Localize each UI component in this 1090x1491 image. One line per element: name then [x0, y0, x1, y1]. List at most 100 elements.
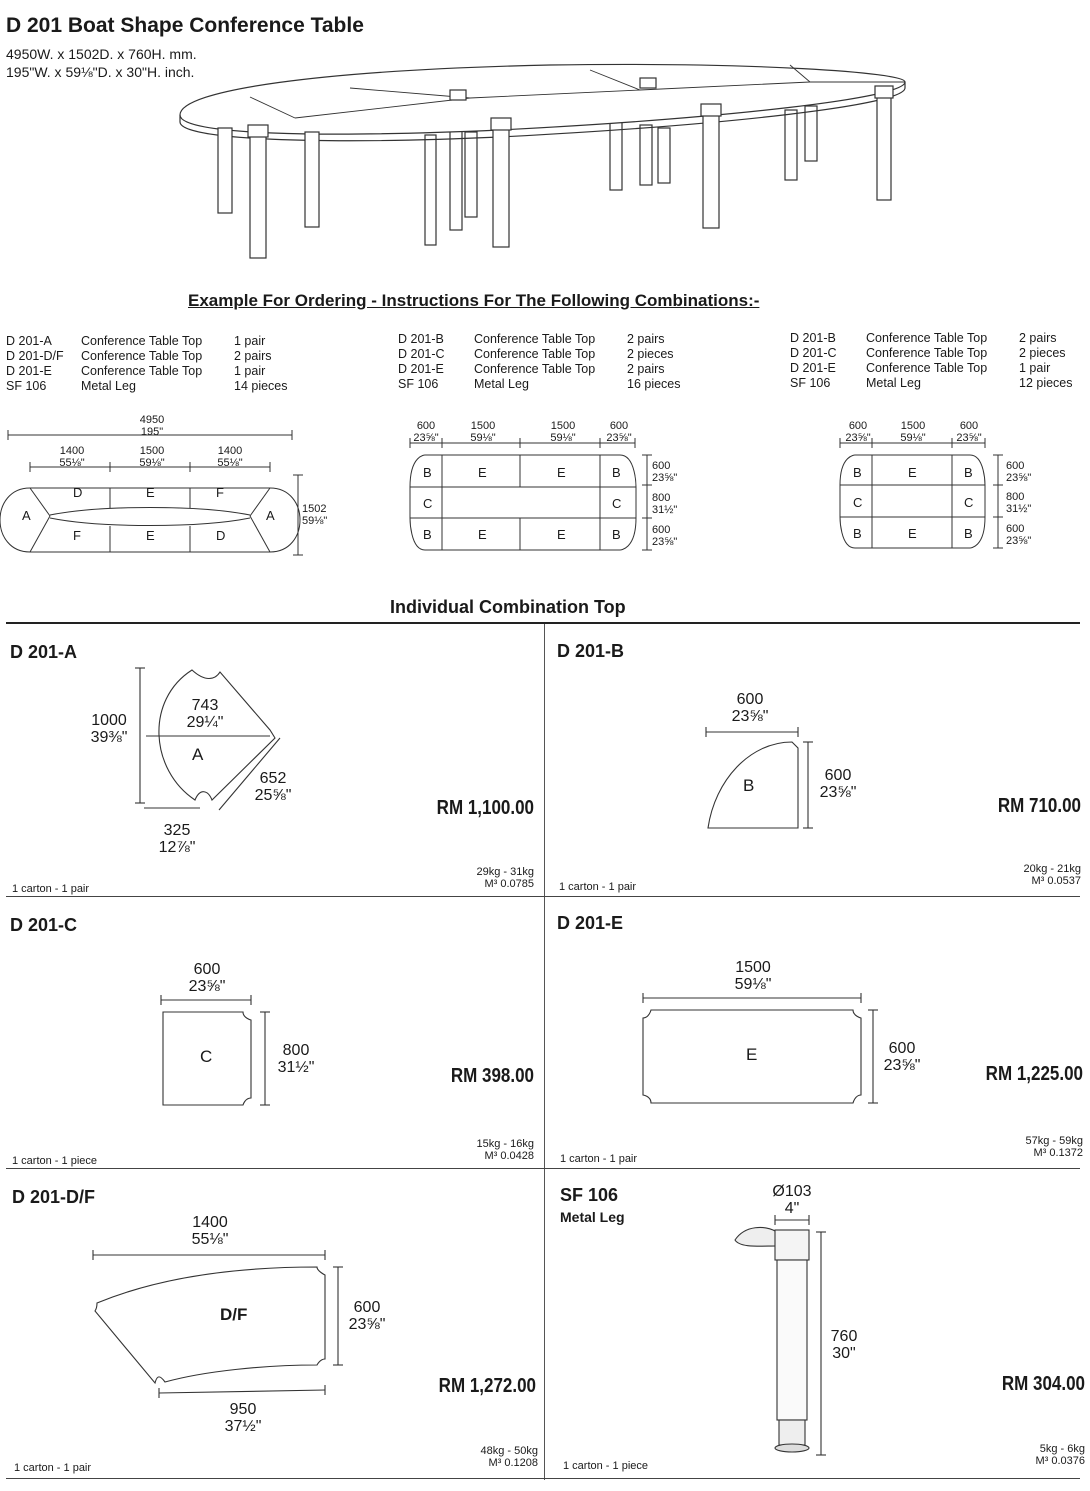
order-qty: 2 pieces: [1019, 346, 1066, 360]
combination-diagram-2: [409, 438, 652, 551]
item-c-volume: M³ 0.0428: [484, 1150, 534, 1162]
piece-label-c: C: [612, 496, 622, 511]
item-sf-dim-mm: 760: [830, 1328, 858, 1345]
item-b-dim-inch: 23⅝": [731, 708, 769, 725]
dim-inch: 55⅛": [217, 457, 243, 469]
item-a-dim-inch: 12⅞": [158, 839, 196, 856]
item-sf-subtitle: Metal Leg: [560, 1209, 625, 1225]
dim-mm: 600: [416, 420, 436, 432]
item-c-label: C: [200, 1047, 213, 1066]
item-e-volume: M³ 0.1372: [1033, 1147, 1083, 1159]
item-sf-carton: 1 carton - 1 piece: [563, 1460, 648, 1472]
dim-mm: 600: [1006, 460, 1025, 472]
dim-inch: 59⅛": [302, 515, 328, 527]
item-sf-drawing: [734, 1215, 826, 1456]
order-code: D 201-B: [398, 332, 444, 346]
divider: [6, 1478, 1080, 1479]
item-df-drawing: [92, 1250, 343, 1398]
item-b-dim-mm: 600: [736, 691, 764, 708]
order-qty: 16 pieces: [627, 377, 681, 391]
order-code: D 201-E: [398, 362, 444, 376]
piece-label-b: B: [612, 465, 621, 480]
item-df-dim-mm: 600: [353, 1299, 381, 1316]
dim-inch: 55⅛": [59, 457, 85, 469]
order-code: SF 106: [398, 377, 439, 391]
piece-label-b: B: [423, 527, 432, 542]
piece-label-e: E: [146, 528, 155, 543]
piece-label-e: E: [908, 526, 917, 541]
item-a-drawing: [135, 667, 281, 811]
item-sf-weight: 5kg - 6kg: [1039, 1443, 1085, 1455]
item-sf-price: RM 304.00: [1001, 1373, 1085, 1395]
dim-mm: 1502: [302, 503, 327, 515]
order-code: D 201-B: [790, 331, 836, 345]
order-code: D 201-D/F: [6, 349, 64, 363]
piece-label-e: E: [557, 527, 566, 542]
dimensions-mm: 4950W. x 1502D. x 760H. mm.: [6, 46, 197, 62]
dim-mm: 1500: [900, 420, 926, 432]
item-c-dim-inch: 31½": [277, 1059, 315, 1076]
piece-label-a: A: [22, 508, 31, 523]
item-c-dim-mm: 600: [193, 961, 221, 978]
item-df-dim-inch: 37½": [224, 1418, 262, 1435]
item-e-carton: 1 carton - 1 pair: [560, 1153, 638, 1165]
order-qty: 2 pairs: [627, 362, 665, 376]
order-code: D 201-E: [6, 364, 52, 378]
item-df-dim-inch: 23⅝": [348, 1316, 386, 1333]
item-sf-title: SF 106: [560, 1185, 619, 1205]
item-a-dim-mm: 743: [191, 697, 219, 714]
piece-label-f: F: [73, 528, 81, 543]
item-sf-dim-mm: Ø103: [772, 1183, 812, 1200]
item-c-carton: 1 carton - 1 piece: [12, 1155, 97, 1167]
piece-label-e: E: [478, 527, 487, 542]
piece-label-b: B: [423, 465, 432, 480]
item-c-drawing: [160, 995, 270, 1106]
dim-mm: 600: [1006, 523, 1025, 535]
item-sf-dim-inch: 30": [832, 1345, 856, 1362]
dim-total-inch: 195": [140, 426, 164, 438]
item-b-dim-mm: 600: [824, 767, 852, 784]
order-code: SF 106: [790, 376, 831, 390]
dimensions-inch: 195"W. x 59⅛"D. x 30"H. inch.: [6, 64, 195, 80]
item-e-dim-mm: 1500: [735, 959, 771, 976]
order-qty: 2 pieces: [627, 347, 674, 361]
order-qty: 2 pairs: [627, 332, 665, 346]
item-a-price: RM 1,100.00: [436, 797, 534, 819]
item-e-weight: 57kg - 59kg: [1025, 1135, 1083, 1147]
order-desc: Metal Leg: [474, 377, 529, 391]
item-b-title: D 201-B: [557, 641, 625, 661]
item-a-dim-inch: 29¼": [186, 714, 224, 731]
dim-inch: 23⅝": [413, 432, 439, 444]
order-code: SF 106: [6, 379, 47, 393]
dim-mm: 1500: [470, 420, 496, 432]
order-code: D 201-C: [398, 347, 445, 361]
dim-total-mm: 4950: [139, 414, 165, 426]
dim-inch: 23⅝": [845, 432, 871, 444]
divider: [544, 624, 545, 1480]
dim-mm: 600: [959, 420, 979, 432]
order-desc: Metal Leg: [866, 376, 921, 390]
combination-diagram-3: [839, 438, 1003, 549]
item-c-title: D 201-C: [10, 915, 78, 935]
item-df-dim-mm: 1400: [192, 1214, 228, 1231]
item-c-price: RM 398.00: [450, 1065, 534, 1087]
item-e-drawing: [642, 993, 878, 1104]
conference-table-illustration: [179, 63, 906, 259]
item-b-weight: 20kg - 21kg: [1023, 863, 1081, 875]
piece-label-e: E: [146, 485, 155, 500]
order-qty: 12 pieces: [1019, 376, 1073, 390]
piece-label-d: D: [216, 528, 226, 543]
piece-label-b: B: [612, 527, 621, 542]
order-code: D 201-C: [790, 346, 837, 360]
order-qty: 1 pair: [234, 364, 266, 378]
item-a-title: D 201-A: [10, 642, 78, 662]
divider: [6, 1168, 1080, 1169]
dim-inch: 23⅝": [606, 432, 632, 444]
piece-label-e: E: [908, 465, 917, 480]
piece-label-b: B: [964, 526, 973, 541]
item-df-volume: M³ 0.1208: [488, 1457, 538, 1469]
piece-label-b: B: [853, 465, 862, 480]
piece-label-e: E: [557, 465, 566, 480]
item-df-price: RM 1,272.00: [438, 1375, 536, 1397]
